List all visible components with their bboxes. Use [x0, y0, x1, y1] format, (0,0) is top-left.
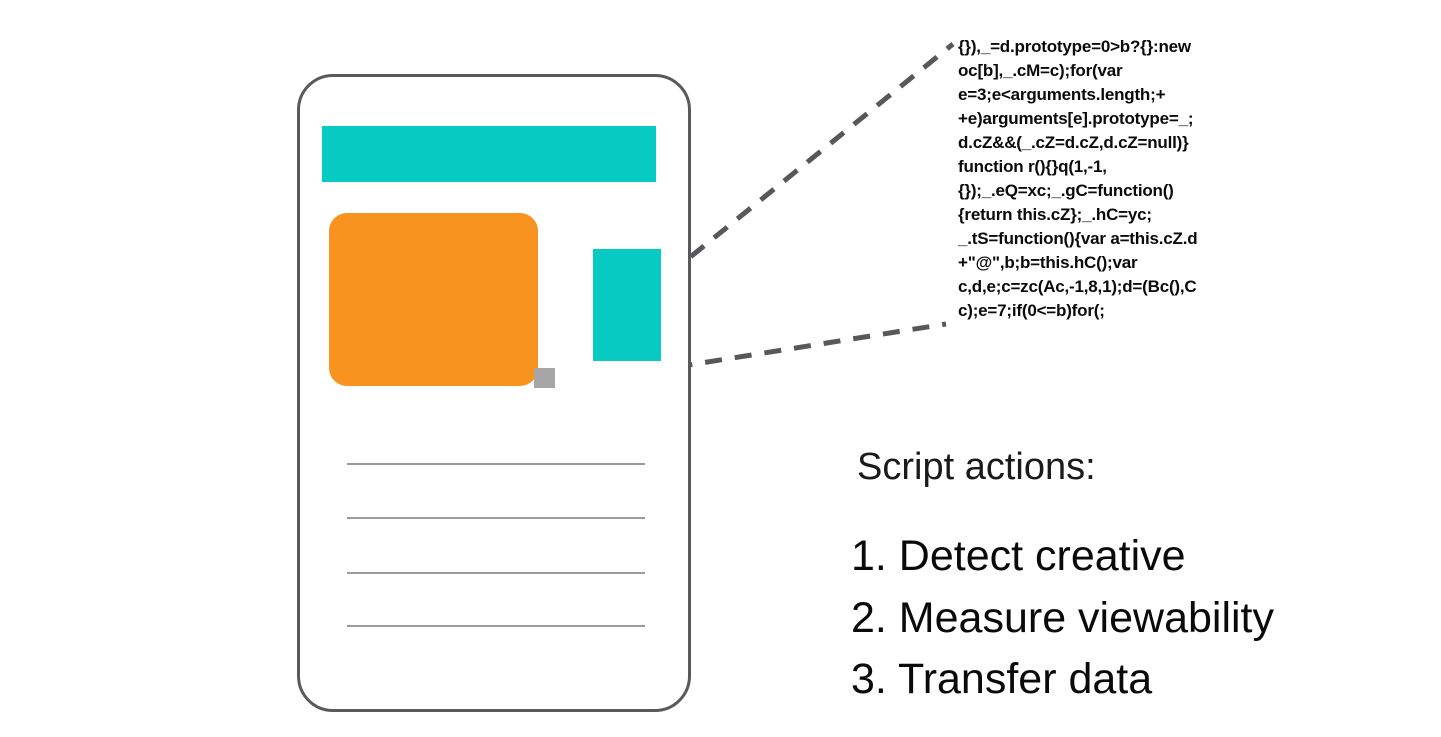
- script-action-item-3: 3. Transfer data: [851, 655, 1153, 703]
- script-actions-heading: Script actions:: [857, 446, 1096, 488]
- text-placeholder-line: [347, 517, 645, 519]
- side-ad-block: [593, 249, 661, 361]
- tracking-pixel-square: [534, 368, 555, 388]
- text-placeholder-line: [347, 463, 645, 465]
- page-header-block: [322, 126, 656, 182]
- ad-creative-block: [329, 213, 538, 386]
- text-placeholder-line: [347, 572, 645, 574]
- text-placeholder-line: [347, 625, 645, 627]
- script-action-item-1: 1. Detect creative: [851, 532, 1186, 580]
- script-code-text: {}),_=d.prototype=0>b?{}:new oc[b],_.cM=…: [958, 37, 1198, 320]
- script-action-item-2: 2. Measure viewability: [851, 594, 1275, 642]
